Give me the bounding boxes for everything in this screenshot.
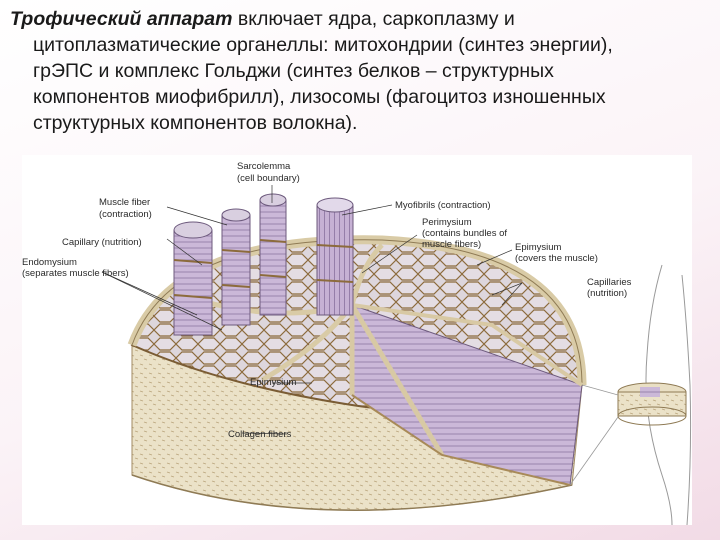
leg-inset — [570, 265, 691, 525]
label-epimysium-right: Epimysium — [515, 242, 562, 253]
slide-text: Трофический аппарат включает ядра, сарко… — [10, 6, 700, 136]
muscle-structure-figure: Sarcolemma (cell boundary) Muscle fiber … — [22, 155, 692, 525]
label-epimysium-right-sub: (covers the muscle) — [515, 253, 598, 264]
label-myofibrils: Myofibrils (contraction) — [395, 200, 491, 211]
text-line-2: цитоплазматические органеллы: митохондри… — [10, 32, 700, 58]
text-line-4: компонентов миофибрилл), лизосомы (фагоц… — [10, 84, 700, 110]
label-sarcolemma-sub: (cell boundary) — [237, 173, 300, 184]
label-epimysium-bottom: Epimysium — [250, 377, 297, 388]
label-perimysium: Perimysium — [422, 217, 472, 228]
label-sarcolemma: Sarcolemma — [237, 161, 291, 172]
text-line-1-rest: включает ядра, саркоплазму и — [232, 8, 514, 30]
text-line-1: Трофический аппарат включает ядра, сарко… — [10, 6, 700, 32]
label-capillaries-sub: (nutrition) — [587, 288, 627, 299]
label-capillaries: Capillaries — [587, 277, 632, 288]
label-perimysium-sub1: (contains bundles of — [422, 228, 507, 239]
label-muscle-fiber-sub: (contraction) — [99, 209, 152, 220]
muscle-diagram: Sarcolemma (cell boundary) Muscle fiber … — [22, 155, 692, 525]
label-endomysium-sub: (separates muscle fibers) — [22, 268, 129, 279]
text-line-5: структурных компонентов волокна). — [10, 110, 700, 136]
label-capillary: Capillary (nutrition) — [62, 237, 142, 248]
text-line-3: грЭПС и комплекс Гольджи (синтез белков … — [10, 58, 700, 84]
label-collagen-fibers: Collagen fibers — [228, 429, 292, 440]
label-muscle-fiber: Muscle fiber — [99, 197, 150, 208]
label-perimysium-sub2: muscle fibers) — [422, 239, 481, 250]
label-endomysium: Endomysium — [22, 257, 77, 268]
lead-term: Трофический аппарат — [10, 8, 232, 30]
